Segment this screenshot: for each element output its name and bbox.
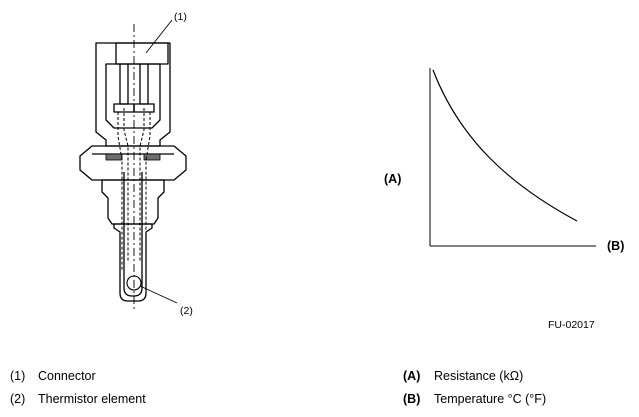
leader-line-2 [139, 285, 178, 304]
legend-letter: (A) [403, 369, 421, 383]
resistance-temperature-graph: (A) (B) [384, 68, 624, 253]
lead-wires [117, 108, 151, 270]
leader-line-1 [145, 19, 173, 54]
callout-1: (1) [174, 11, 187, 23]
coolant-temperature-sensor [79, 42, 187, 302]
resistance-curve [432, 69, 578, 222]
gasket-left [105, 153, 123, 161]
legend-item-resistance: (A) Resistance (kΩ) [403, 369, 523, 383]
legend-text: Temperature °C (°F) [434, 392, 547, 406]
figure-id: FU-02017 [548, 319, 595, 331]
callout-2: (2) [180, 305, 193, 317]
x-axis-label: (B) [607, 239, 624, 253]
legend-letter: (B) [403, 392, 421, 406]
thermistor-element [126, 275, 142, 291]
legend-item-temperature: (B) Temperature °C (°F) [403, 392, 546, 406]
y-axis-label: (A) [384, 172, 401, 186]
legend-text: Resistance (kΩ) [434, 369, 524, 383]
legend-text: Connector [38, 369, 96, 383]
legend-text: Thermistor element [38, 392, 146, 406]
gasket-right [143, 153, 161, 161]
legend-number: (2) [10, 392, 26, 406]
legend-item-thermistor: (2) Thermistor element [10, 392, 146, 406]
legend-number: (1) [10, 369, 26, 383]
legend-item-connector: (1) Connector [10, 369, 96, 383]
